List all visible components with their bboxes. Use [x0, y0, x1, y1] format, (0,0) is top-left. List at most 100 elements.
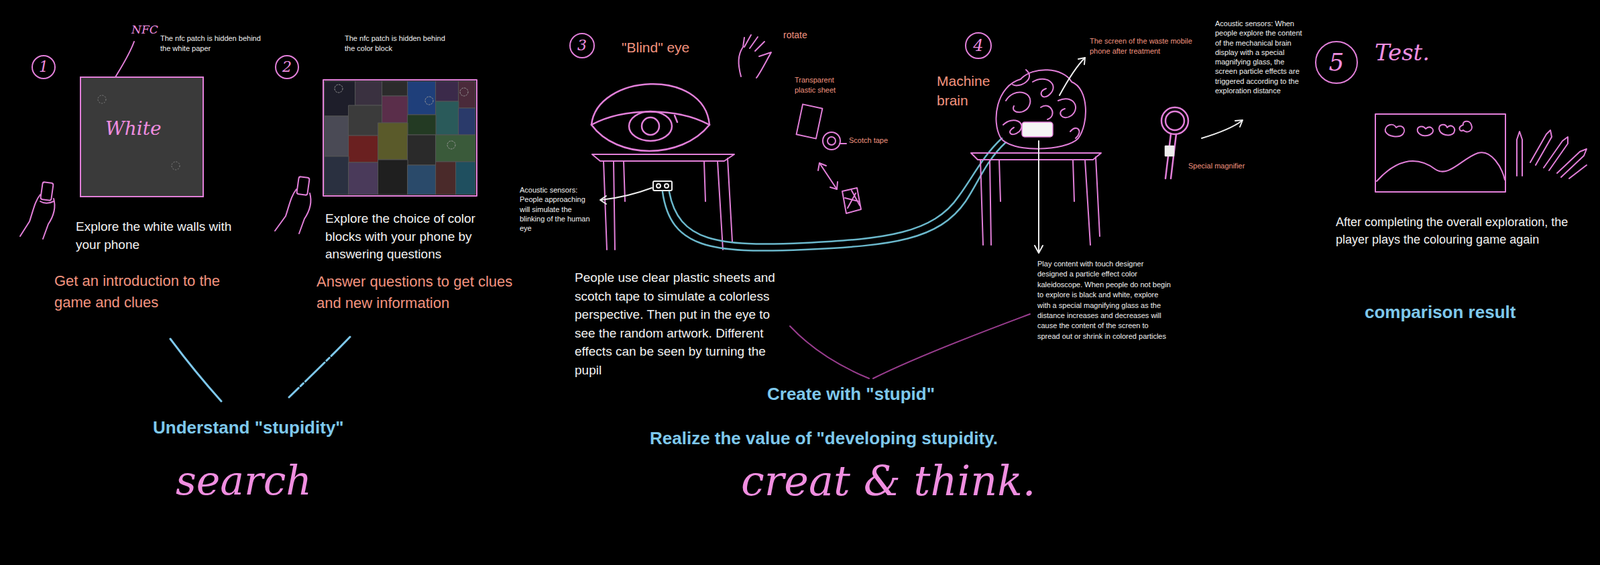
- blue-stroke: [170, 336, 351, 402]
- test-canvas: [1375, 113, 1506, 192]
- machine-brain: [995, 69, 1085, 149]
- handwritten-word: search: [175, 455, 312, 505]
- magnifier: [1165, 146, 1174, 156]
- table: [704, 160, 706, 202]
- color-grid: [348, 162, 379, 195]
- note-text: Play content with touch designer designe…: [1037, 258, 1172, 342]
- scotch-tape: [822, 132, 841, 150]
- color-grid: [447, 140, 456, 149]
- color-grid: [435, 81, 459, 102]
- hand-phone: [296, 176, 310, 196]
- test-canvas: [1375, 113, 1506, 192]
- color-grid: [378, 122, 408, 160]
- color-grid: [435, 161, 456, 195]
- machine-brain: [1005, 92, 1031, 113]
- hand-phone: [40, 181, 53, 201]
- color-grid: [407, 114, 436, 135]
- color-grid: [458, 81, 476, 108]
- hand-phone: [20, 181, 55, 239]
- test-canvas: [1376, 152, 1505, 182]
- sensor: [653, 181, 672, 191]
- color-grid: [378, 159, 408, 195]
- sensor: [664, 183, 669, 188]
- magnifier: [1165, 111, 1185, 131]
- machine-brain: [1040, 105, 1053, 120]
- magnifier: [1161, 107, 1189, 135]
- machine-brain: [1003, 120, 1022, 135]
- color-grid: [425, 96, 434, 105]
- nfc-patch: [171, 161, 180, 170]
- stage-heading: Realize the value of "developing stupidi…: [649, 427, 998, 449]
- machine-brain: [995, 69, 1085, 149]
- scotch-tape: [822, 132, 847, 150]
- blue-stroke: [289, 336, 351, 397]
- hand-phone: [274, 189, 297, 231]
- sensor: [656, 183, 661, 188]
- cable: [662, 142, 1006, 251]
- step-number: 4: [973, 37, 984, 54]
- stage-heading: Understand "stupidity": [152, 417, 345, 438]
- wall-panel: White: [79, 76, 204, 198]
- step-text: Explore the choice of color blocks with …: [325, 209, 505, 264]
- part-label: rotate: [783, 29, 808, 41]
- pencils: [1543, 136, 1568, 171]
- sensor: [653, 181, 672, 191]
- blind-eye: [674, 115, 678, 123]
- step-number-circle: 1: [30, 54, 57, 80]
- color-grid: [407, 164, 436, 195]
- table: [592, 154, 735, 161]
- step-number-circle: 5: [1314, 40, 1359, 85]
- note-text: Acoustic sensors: When people explore th…: [1215, 18, 1304, 96]
- stage-heading: Create with "stupid": [767, 383, 935, 405]
- callout-arrow: [600, 187, 652, 200]
- circle-outline: [32, 55, 55, 79]
- purple-stroke: [873, 313, 1031, 379]
- handwritten-word: creat & think.: [740, 455, 1036, 506]
- color-grid: [355, 81, 383, 106]
- table: [592, 154, 735, 250]
- artwork-cube: [842, 187, 862, 214]
- machine-brain: [1058, 98, 1076, 118]
- double-arrow: [818, 162, 838, 190]
- nfc-patch: [97, 95, 106, 104]
- table: [727, 158, 733, 242]
- color-grid: [458, 107, 476, 135]
- color-grid: [407, 134, 436, 165]
- step-goal: Get an introduction to the game and clue…: [54, 270, 239, 314]
- part-label: Scotch tape: [848, 136, 888, 145]
- hand-phone: [20, 194, 41, 237]
- step-number: 2: [282, 59, 292, 75]
- color-grid: [334, 84, 343, 93]
- rotating-hand: [738, 34, 772, 78]
- hand-phone: [40, 201, 54, 204]
- step-number: 5: [1329, 50, 1345, 75]
- test-canvas: [1417, 126, 1434, 137]
- blue-stroke: [170, 338, 222, 402]
- color-grid: [324, 116, 349, 157]
- hand-phone: [299, 193, 312, 234]
- test-canvas: [1459, 121, 1472, 133]
- pencils: [1516, 130, 1587, 179]
- table: [980, 159, 984, 245]
- part-label: The screen of the waste mobile phone aft…: [1089, 36, 1194, 57]
- color-grid: [323, 79, 477, 196]
- table: [613, 160, 615, 250]
- part-title: "Blind" eye: [621, 38, 690, 56]
- color-grid: [455, 161, 476, 195]
- pencils: [1516, 131, 1523, 176]
- magnifier: [1161, 107, 1189, 179]
- test-canvas: [1439, 124, 1455, 136]
- artwork-cube: [844, 190, 860, 208]
- blind-eye: [629, 111, 672, 141]
- table: [1095, 156, 1100, 237]
- scotch-tape: [827, 136, 836, 145]
- test-canvas: [1385, 124, 1405, 137]
- stage-heading: comparison result: [1364, 301, 1516, 323]
- table: [989, 159, 992, 245]
- circle-outline: [965, 32, 992, 59]
- callout-arrow: [1201, 120, 1242, 139]
- callout-arrow: [1078, 57, 1085, 65]
- blind-eye: [591, 83, 710, 125]
- double-arrow: [819, 162, 837, 190]
